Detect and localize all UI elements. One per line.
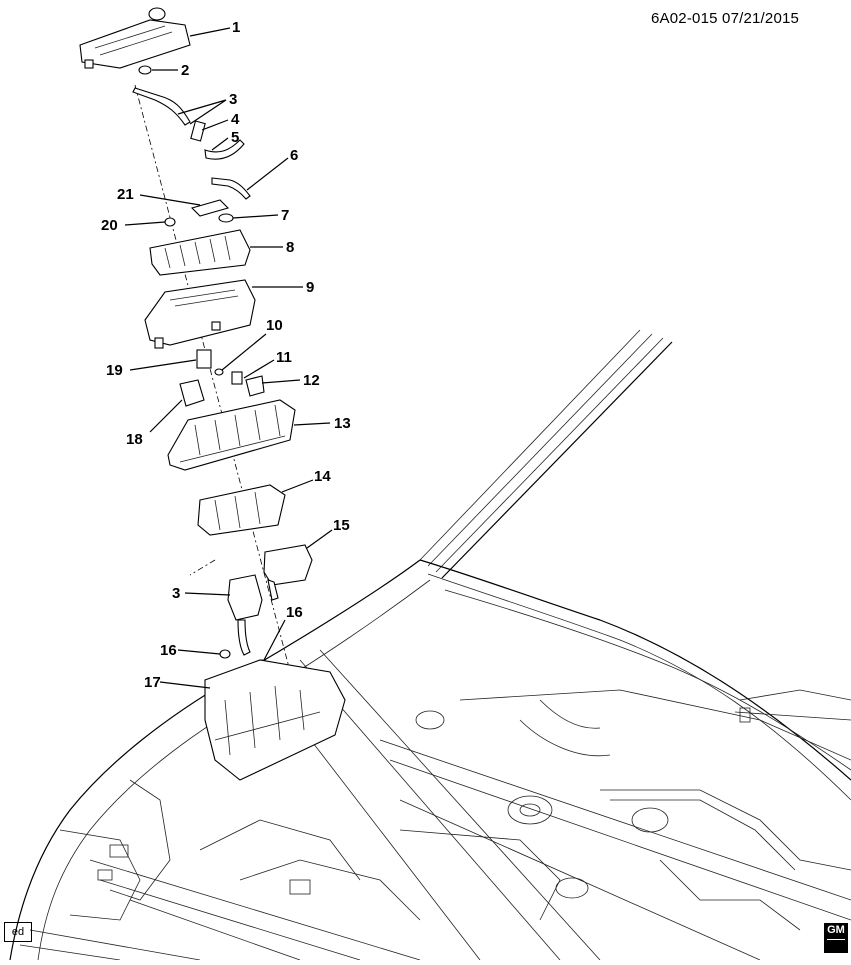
ed-label-box: ed xyxy=(4,922,32,942)
callout-16-right: 16 xyxy=(286,604,303,621)
part-2-nut xyxy=(138,65,152,75)
part-19-relay xyxy=(196,349,212,369)
gm-logo-text: GM xyxy=(827,924,845,936)
part-6-cable xyxy=(211,177,251,200)
part-3-connector-lower xyxy=(227,574,263,656)
callout-10: 10 xyxy=(266,317,283,334)
gm-logo-sub xyxy=(827,939,845,940)
callout-1: 1 xyxy=(232,19,241,36)
callout-2: 2 xyxy=(181,62,190,79)
callout-16-left: 16 xyxy=(160,642,177,659)
part-15-connector xyxy=(263,544,313,601)
part-4-fuse xyxy=(190,120,206,142)
vehicle-body xyxy=(9,329,851,961)
callout-6: 6 xyxy=(290,147,299,164)
part-10-pin xyxy=(214,368,224,376)
part-13-fuse-block xyxy=(167,399,296,471)
diagram-code-date: 6A02-015 07/21/2015 xyxy=(651,10,800,27)
part-7-grommet xyxy=(218,213,234,223)
assembly-centerline xyxy=(134,84,296,691)
callout-3-lower: 3 xyxy=(172,585,181,602)
callout-9: 9 xyxy=(306,279,315,296)
part-21-bracket xyxy=(190,199,230,217)
callout-18: 18 xyxy=(126,431,143,448)
callout-11: 11 xyxy=(276,349,292,366)
leader-lines xyxy=(124,27,333,689)
part-20-clip xyxy=(164,217,176,227)
gm-logo: GM xyxy=(824,923,848,953)
callout-8: 8 xyxy=(286,239,295,256)
part-18-relay xyxy=(179,379,205,407)
callout-7: 7 xyxy=(281,207,290,224)
part-1-fuse-block-cover xyxy=(79,7,191,69)
part-8-connector-block xyxy=(149,229,251,276)
callout-15: 15 xyxy=(333,517,350,534)
callout-17: 17 xyxy=(144,674,161,691)
callout-4: 4 xyxy=(231,111,240,128)
callout-21: 21 xyxy=(117,186,134,203)
part-9-housing xyxy=(144,279,256,349)
part-5-cable xyxy=(204,139,245,160)
part-14-connectors xyxy=(197,484,286,536)
part-17-tray xyxy=(204,659,346,781)
callout-3: 3 xyxy=(229,91,238,108)
part-3-cable xyxy=(132,87,191,126)
centerline-dash xyxy=(189,559,216,576)
callout-12: 12 xyxy=(303,372,320,389)
part-12-connector xyxy=(245,375,265,397)
part-11-fuse xyxy=(231,371,243,385)
callout-5: 5 xyxy=(231,129,240,146)
callout-13: 13 xyxy=(334,415,351,432)
callout-19: 19 xyxy=(106,362,123,379)
callout-14: 14 xyxy=(314,468,331,485)
callout-20: 20 xyxy=(101,217,118,234)
